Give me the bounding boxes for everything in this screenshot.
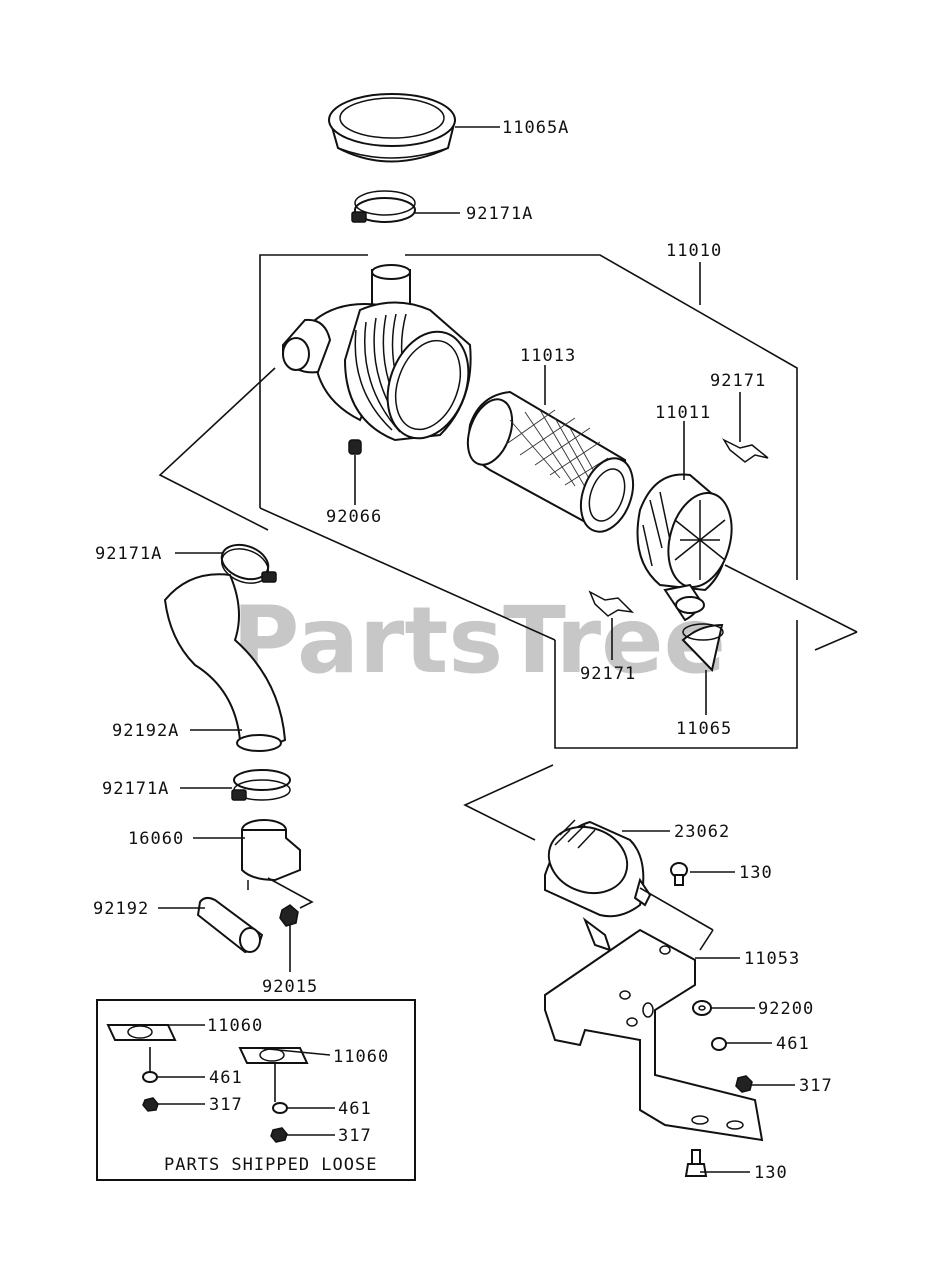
callout-317-a: 317 xyxy=(209,1095,243,1115)
nut-317-right-drawing xyxy=(735,1075,753,1093)
loose-parts-box xyxy=(96,999,416,1181)
clamp-92171a-top-drawing xyxy=(351,190,416,223)
washer-92200-drawing xyxy=(692,1000,712,1016)
assembly-11010-outline-diag xyxy=(259,507,556,641)
cap-11065a-drawing xyxy=(328,93,457,163)
callout-92192: 92192 xyxy=(93,899,149,919)
callout-92171a-hose-bottom: 92171A xyxy=(102,779,169,799)
callout-11060-a: 11060 xyxy=(207,1016,263,1036)
strap-23062-drawing xyxy=(544,819,652,952)
callout-92171a-top: 92171A xyxy=(466,204,533,224)
bracket-11053-drawing xyxy=(544,928,764,1142)
clamp-92171a-hose-top-drawing xyxy=(220,543,277,584)
callout-16060: 16060 xyxy=(128,829,184,849)
callout-11010: 11010 xyxy=(666,241,722,261)
cover-11011-drawing xyxy=(636,473,733,622)
assembly-11010-outline-top xyxy=(405,254,798,580)
bolt-130-top-drawing xyxy=(670,862,688,886)
watermark: PartsTree xyxy=(232,587,726,694)
reference-line-bracket xyxy=(463,764,554,841)
reference-line-right-end xyxy=(814,631,858,651)
filter-element-11013-drawing xyxy=(466,390,635,533)
reference-line-strap xyxy=(639,887,714,931)
callout-461-a: 461 xyxy=(209,1068,243,1088)
pipe-16060-drawing xyxy=(196,819,314,954)
callout-317-right: 317 xyxy=(799,1076,833,1096)
callout-11065: 11065 xyxy=(676,719,732,739)
callout-92200: 92200 xyxy=(758,999,814,1019)
callout-130-top: 130 xyxy=(739,863,773,883)
bolt-130-bottom-drawing xyxy=(684,1149,708,1177)
callout-92015: 92015 xyxy=(262,977,318,997)
callout-461-b: 461 xyxy=(338,1099,372,1119)
assembly-11010-outline-right xyxy=(554,620,798,749)
reference-line-left xyxy=(158,367,276,531)
hose-92192a-drawing xyxy=(163,573,287,752)
callout-23062: 23062 xyxy=(674,822,730,842)
callout-92192a: 92192A xyxy=(112,721,179,741)
reference-line-strap-end xyxy=(699,929,714,951)
clip-92171-right-drawing xyxy=(722,438,769,463)
gasket-11060-a-drawing xyxy=(106,1024,177,1041)
air-cleaner-body-drawing xyxy=(282,264,472,455)
assembly-11010-outline xyxy=(259,254,368,508)
washer-461-right-drawing xyxy=(711,1037,727,1051)
nut-317-b-drawing xyxy=(270,1127,288,1143)
washer-461-b-drawing xyxy=(272,1102,288,1114)
callout-92171-right: 92171 xyxy=(710,371,766,391)
callout-461-right: 461 xyxy=(776,1034,810,1054)
callout-11013: 11013 xyxy=(520,346,576,366)
washer-461-a-drawing xyxy=(142,1071,158,1083)
reference-line-right xyxy=(724,564,858,633)
callout-92171a-hose-top: 92171A xyxy=(95,544,162,564)
callout-11060-b: 11060 xyxy=(333,1047,389,1067)
callout-92171-left: 92171 xyxy=(580,664,636,684)
leader-lines xyxy=(149,126,795,1173)
callout-11011: 11011 xyxy=(655,403,711,423)
callout-317-b: 317 xyxy=(338,1126,372,1146)
loose-box-title: PARTS SHIPPED LOOSE xyxy=(164,1155,377,1175)
clip-92171-left-drawing xyxy=(588,590,635,617)
nut-317-a-drawing xyxy=(142,1097,159,1112)
clamp-92171a-hose-bot-drawing xyxy=(231,769,291,801)
callout-11065a: 11065A xyxy=(502,118,569,138)
callout-130-bottom: 130 xyxy=(754,1163,788,1183)
callout-11053: 11053 xyxy=(744,949,800,969)
callout-92066: 92066 xyxy=(326,507,382,527)
